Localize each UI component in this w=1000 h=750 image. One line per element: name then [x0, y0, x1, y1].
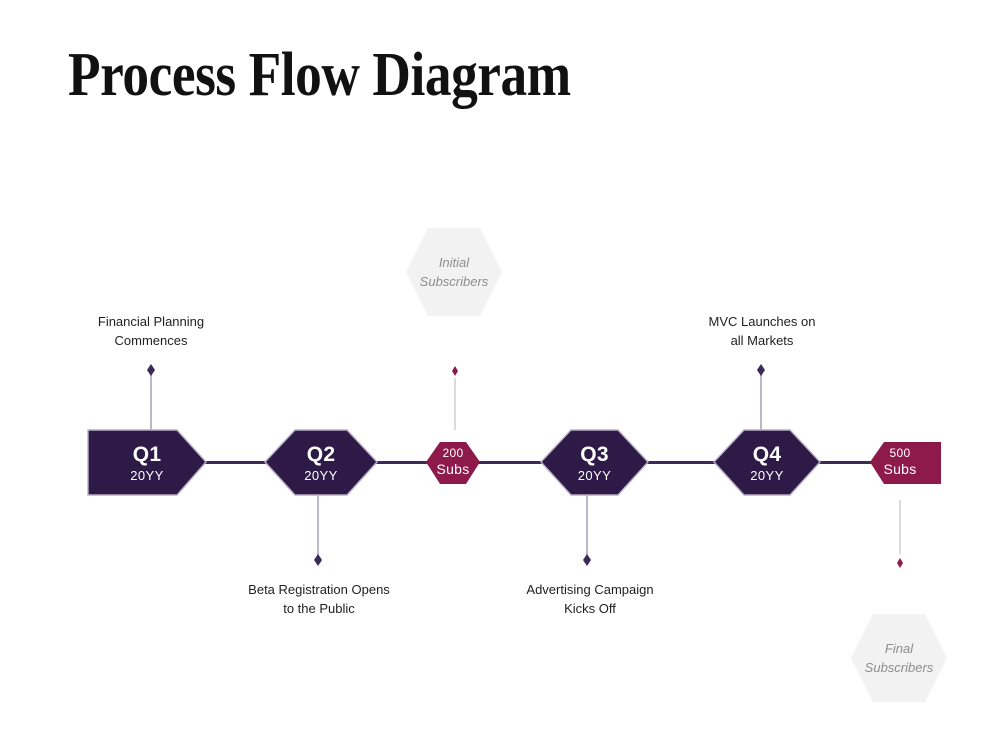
page-title: Process Flow Diagram	[68, 41, 571, 109]
node-subs200[interactable]	[426, 442, 480, 484]
timeline-nodes	[87, 429, 941, 496]
node-q4[interactable]	[713, 429, 821, 496]
diamond-marker-advertising-campaign	[583, 554, 591, 566]
leader-markers	[147, 364, 903, 568]
node-subs500[interactable]	[870, 442, 941, 484]
diamond-marker-mvc-launches	[757, 364, 765, 376]
leader-line-mvc-launches	[760, 372, 762, 434]
diamond-marker-initial-subscribers	[452, 366, 458, 376]
leader-line-financial-planning	[150, 372, 152, 434]
diamond-marker-beta-registration	[314, 554, 322, 566]
leader-line-initial-subscribers	[454, 378, 456, 430]
leader-line-final-subscribers	[899, 500, 901, 554]
diamond-marker-financial-planning	[147, 364, 155, 376]
spine-segment-q1-q2	[203, 461, 275, 464]
ghost-hexagon-initial-subscribers	[406, 228, 502, 316]
leader-line-beta-registration	[317, 492, 319, 558]
ghost-hexagons	[406, 228, 947, 702]
node-q2[interactable]	[264, 429, 378, 496]
spine-segment-q4-subs500	[815, 461, 877, 464]
spine-connectors	[203, 461, 877, 464]
spine-segment-q2-subs200	[375, 461, 433, 464]
leader-line-advertising-campaign	[586, 492, 588, 558]
spine-segment-subs200-q3	[474, 461, 542, 464]
node-q1[interactable]	[87, 429, 207, 496]
spine-segment-q3-q4	[645, 461, 715, 464]
node-q3[interactable]	[540, 429, 649, 496]
ghost-hexagon-final-subscribers	[851, 614, 947, 702]
diamond-marker-final-subscribers	[897, 558, 903, 568]
leader-lines	[150, 372, 901, 558]
